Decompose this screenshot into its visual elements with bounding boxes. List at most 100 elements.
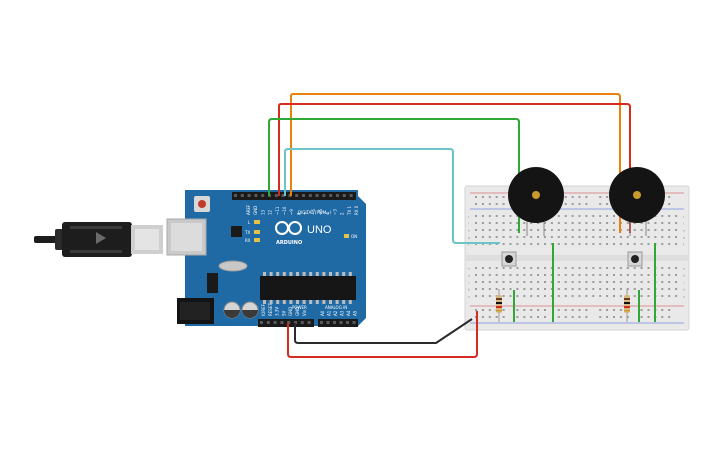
breadboard-row-label: b [683,288,685,292]
breadboard-hole [619,316,622,318]
breadboard-hole [495,267,498,269]
breadboard-hole [516,222,519,224]
breadboard-hole [475,295,477,297]
breadboard-hole [675,267,678,269]
breadboard-hole [578,243,581,245]
analog-pin-label: A3 [340,310,345,316]
breadboard-hole [537,267,540,269]
breadboard-hole [488,236,491,238]
breadboard-hole [675,215,678,217]
breadboard-hole [564,316,567,318]
breadboard-hole [599,281,602,283]
breadboard-hole [475,196,477,198]
pushbutton-left[interactable] [501,251,517,267]
breadboard-hole [578,274,581,276]
breadboard-hole [557,267,560,269]
analog-pin-label: A0 [320,310,325,316]
wire-red-bottom [287,311,478,358]
breadboard-hole [557,222,560,224]
breadboard-hole [626,236,629,238]
breadboard-hole [633,236,636,238]
header-hole [326,321,330,324]
breadboard-hole [613,288,615,290]
breadboard-hole [550,281,553,283]
breadboard-hole [502,203,505,205]
breadboard-hole [544,243,546,245]
breadboard-hole [668,281,671,283]
power-pin-label: IOREF [261,303,266,316]
breadboard-hole [661,288,664,290]
breadboard-hole [633,222,636,224]
breadboard-hole [619,243,622,245]
breadboard-hole [564,243,567,245]
breadboard-hole [516,243,519,245]
breadboard-hole [578,229,581,231]
breadboard-hole [516,274,519,276]
breadboard-hole [633,243,636,245]
header-hole [329,194,333,197]
breadboard-hole [557,229,560,231]
breadboard-hole [661,229,664,231]
breadboard-hole [571,267,574,269]
breadboard-hole [647,281,650,283]
breadboard-hole [585,222,588,224]
breadboard-hole [592,274,595,276]
breadboard-hole [509,274,512,276]
breadboard-hole [488,288,491,290]
breadboard-hole [516,229,519,231]
breadboard-hole [592,215,595,217]
breadboard-hole [571,243,574,245]
breadboard-hole [475,236,477,238]
header-hole [240,194,244,197]
digital-pin-label: ~3 [332,209,337,215]
breadboard-hole [502,316,505,318]
breadboard-hole [613,281,615,283]
breadboard-hole [537,229,540,231]
breadboard-hole [668,288,671,290]
breadboard-hole [537,243,540,245]
digital-pin-label: 2 [340,212,345,215]
breadboard-hole [606,281,609,283]
pushbutton-right[interactable] [627,251,643,267]
breadboard-hole [619,295,622,297]
analog-pin-label: A5 [353,310,358,316]
breadboard-hole [599,267,602,269]
breadboard-hole [509,215,512,217]
led-l [254,220,260,224]
breadboard-hole [619,274,622,276]
breadboard-row-label: f [468,243,470,247]
header-hole [247,194,251,197]
breadboard-hole [557,236,560,238]
header-hole [352,321,356,324]
breadboard-hole [661,316,664,318]
breadboard-row-label: c [468,281,470,285]
header-hole [300,321,304,324]
breadboard-hole [578,222,581,224]
breadboard-hole [647,236,650,238]
breadboard-row-label: h [468,229,470,233]
chip-pin [322,300,326,304]
breadboard-row-label: c [683,281,685,285]
breadboard-hole [523,295,526,297]
breadboard-hole [481,309,484,311]
breadboard-hole [599,295,602,297]
breadboard-hole [530,243,533,245]
breadboard-hole [606,288,609,290]
breadboard-hole [475,274,477,276]
resistor-left [496,289,502,322]
breadboard-hole [537,222,540,224]
header-hole [342,194,346,197]
breadboard-hole [564,196,567,198]
breadboard-hole [509,295,512,297]
breadboard-hole [557,288,560,290]
led-tx-label: TX [244,230,250,235]
breadboard-hole [619,281,622,283]
breadboard-hole [523,274,526,276]
breadboard-hole [585,236,588,238]
breadboard-hole [530,229,533,231]
breadboard-hole [564,229,567,231]
wire-black [294,318,473,344]
